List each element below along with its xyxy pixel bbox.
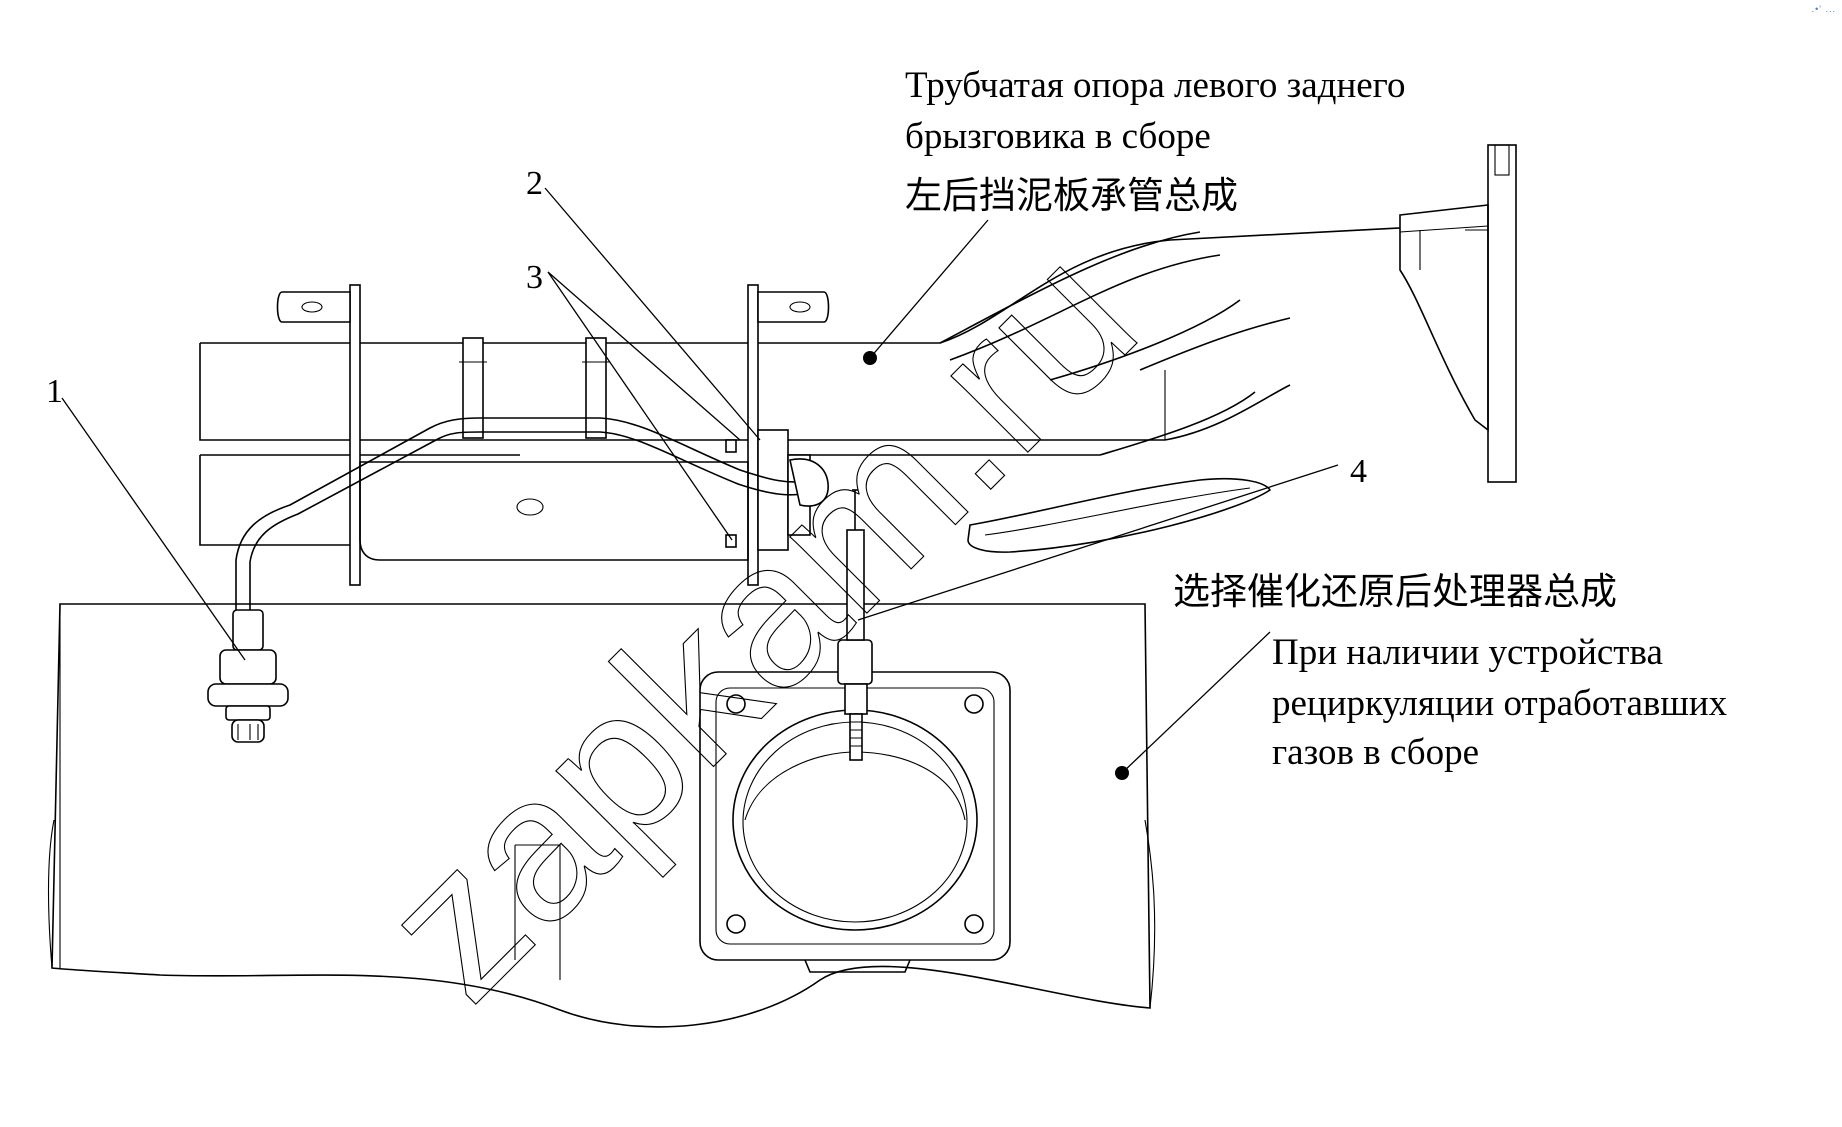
mudguard-label-cn: 左后挡泥板承管总成 xyxy=(905,175,1238,217)
egr-leader-dot xyxy=(1115,766,1129,780)
callout-1: 1 xyxy=(46,373,63,410)
scr-muffler-body xyxy=(47,489,1156,1028)
temperature-sensor-fitting xyxy=(837,489,873,761)
callout-2: 2 xyxy=(526,165,543,202)
egr-label-ru-line2: рециркуляции отработавших xyxy=(1272,683,1728,724)
corner-mark: .•' ... xyxy=(1811,4,1836,14)
mudguard-label-ru-line2: брызговика в сборе xyxy=(905,116,1211,157)
egr-label-ru-line3: газов в сборе xyxy=(1272,732,1479,773)
callout-4: 4 xyxy=(1350,453,1367,490)
mudguard-label-ru-line1: Трубчатая опора левого заднего xyxy=(905,65,1405,106)
mudguard-leader-dot xyxy=(863,351,877,365)
nox-sensor-1 xyxy=(207,609,289,743)
egr-label-ru-line1: При наличии устройства xyxy=(1272,632,1663,673)
callout-3: 3 xyxy=(526,259,543,296)
scr-label-cn: 选择催化还原后处理器总成 xyxy=(1173,572,1617,613)
mudguard-tube-frame xyxy=(199,144,1517,610)
leader-lines xyxy=(61,187,1339,780)
